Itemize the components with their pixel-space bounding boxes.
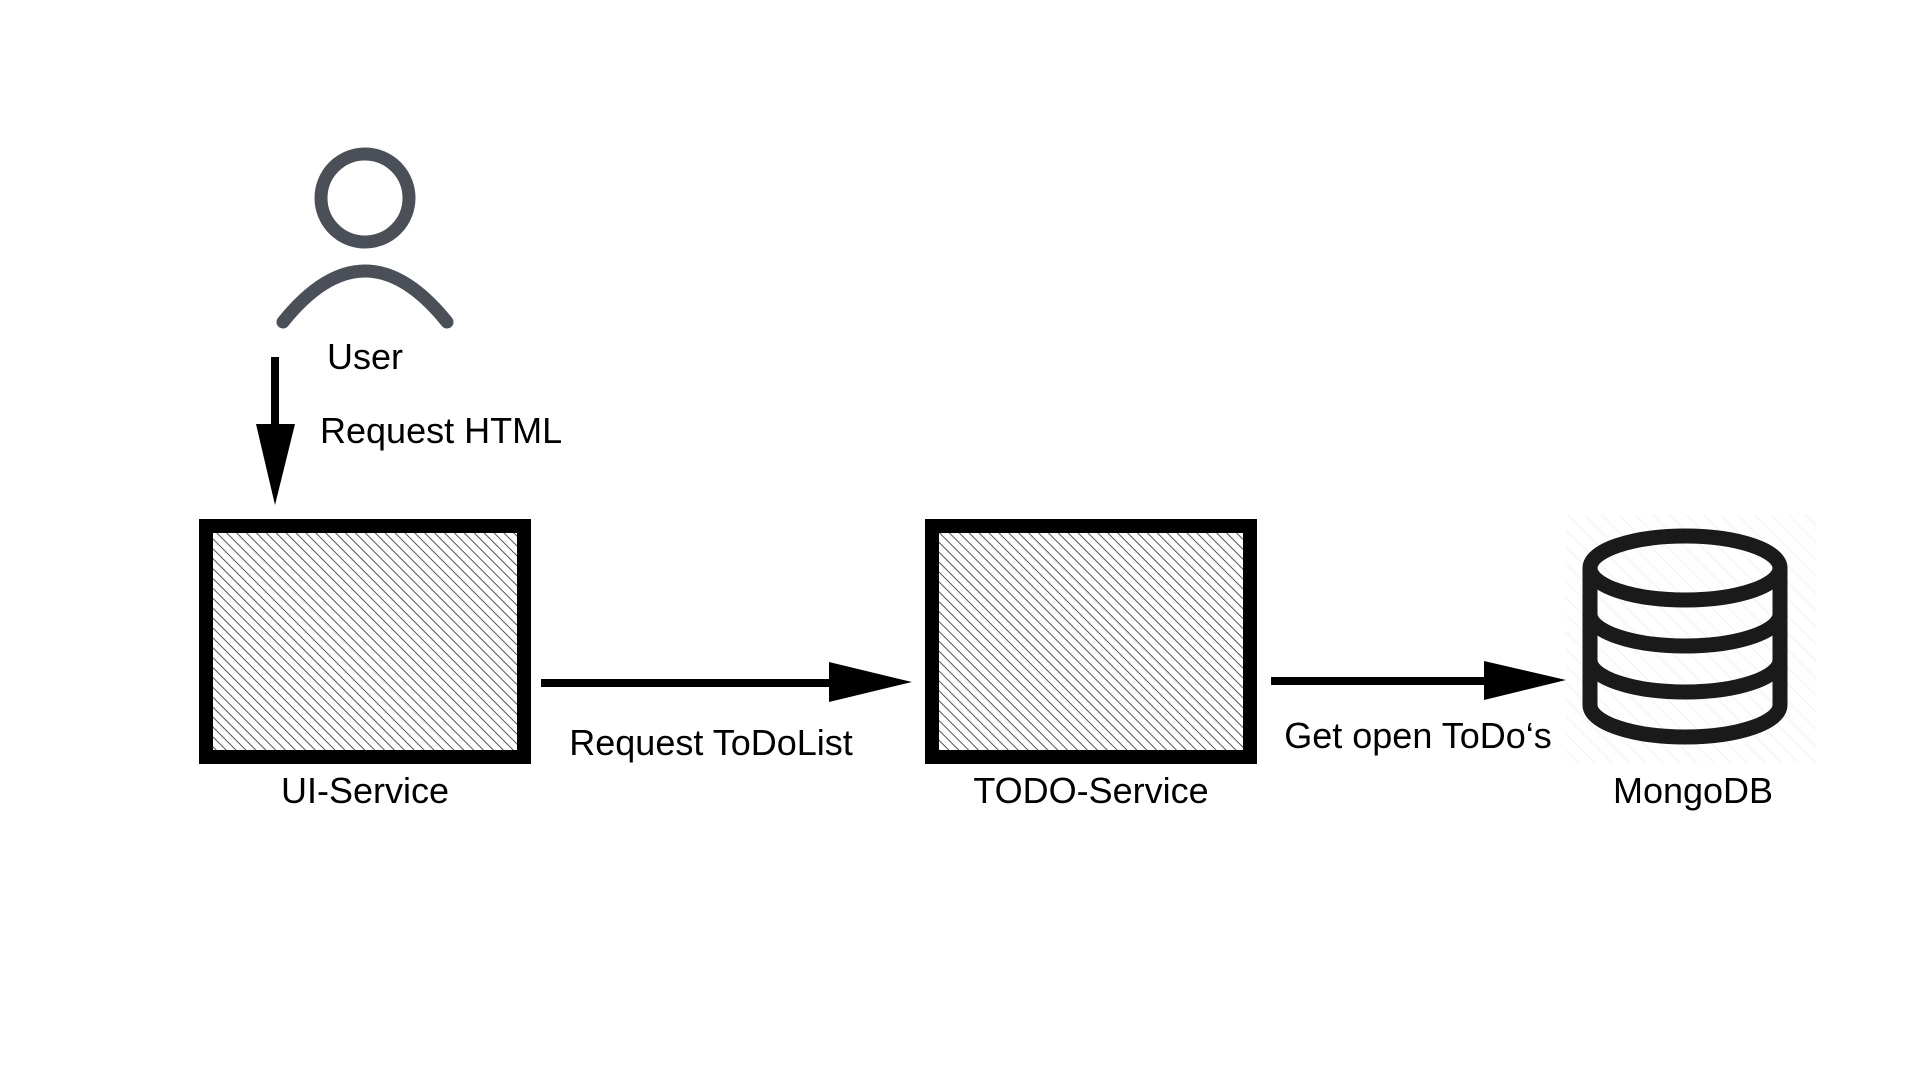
ui-service-label: UI-Service (281, 770, 449, 811)
edge-todo-to-db: Get open ToDo‘s (1271, 661, 1566, 756)
user-node: User (276, 147, 454, 377)
ui-service-node: UI-Service (199, 519, 531, 811)
todo-service-node: TODO-Service (925, 519, 1257, 811)
arrow-head (829, 662, 912, 702)
edge-label-request-html: Request HTML (320, 410, 562, 451)
todo-service-box (925, 519, 1257, 764)
arrow-head (256, 424, 295, 505)
edge-user-to-ui: Request HTML (256, 357, 562, 505)
mongodb-label: MongoDB (1613, 770, 1773, 811)
user-label: User (327, 336, 403, 377)
edge-label-request-todolist: Request ToDoList (569, 722, 853, 763)
arrow-head (1484, 661, 1566, 700)
ui-service-box (199, 519, 531, 764)
user-icon (276, 147, 454, 329)
todo-service-label: TODO-Service (973, 770, 1208, 811)
database-icon (1582, 528, 1788, 745)
mongodb-node: MongoDB (1566, 515, 1816, 811)
edge-ui-to-todo: Request ToDoList (541, 662, 912, 763)
edge-label-get-open-todos: Get open ToDo‘s (1284, 715, 1552, 756)
